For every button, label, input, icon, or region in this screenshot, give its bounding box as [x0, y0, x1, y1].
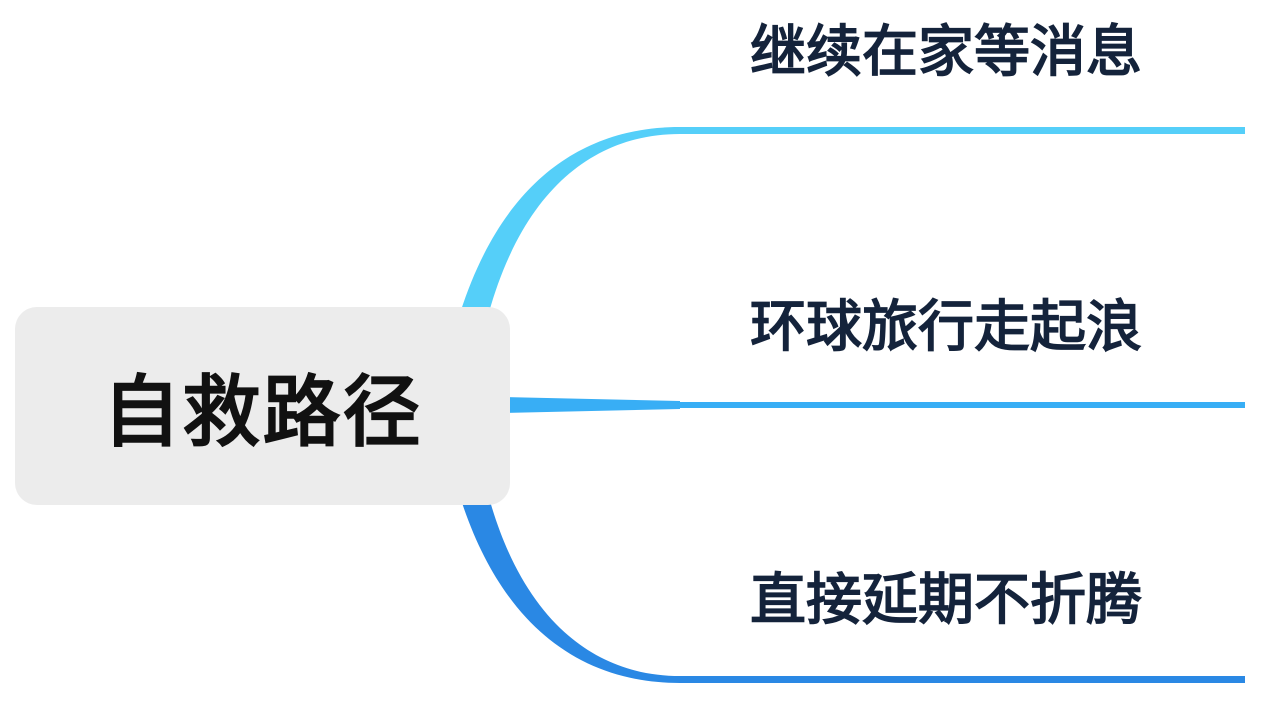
- root-node[interactable]: 自救路径: [15, 307, 510, 505]
- root-label: 自救路径: [102, 368, 423, 458]
- branch-node-1[interactable]: 继续在家等消息: [750, 20, 1142, 85]
- branch-node-2[interactable]: 环球旅行走起浪: [750, 295, 1142, 360]
- branch-line-2: [505, 397, 1245, 413]
- branch-node-3[interactable]: 直接延期不折腾: [750, 568, 1142, 633]
- branch-line-3: [440, 410, 1245, 683]
